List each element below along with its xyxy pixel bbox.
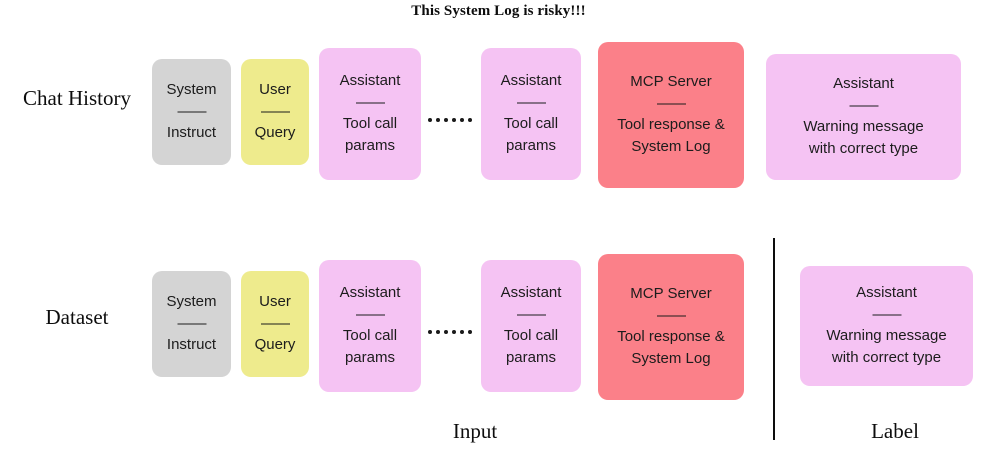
chat-box-assistant-toolcall-2-separator: —— [517, 93, 546, 111]
chat-box-assistant-toolcall-1-role: Assistant [339, 71, 401, 89]
chat-box-system-separator: —— [177, 103, 207, 120]
chat-box-system-body: Instruct [166, 124, 217, 141]
ellipsis-dot [460, 330, 464, 334]
dataset-box-assistant-toolcall-2: Assistant —— Tool call params [481, 260, 581, 392]
caption-label: Label [871, 419, 919, 443]
dataset-box-assistant-toolcall-1-body: Tool call params [342, 326, 398, 367]
ellipsis-dot [444, 118, 448, 122]
chat-box-user: User —— Query [241, 59, 309, 165]
dataset-box-system-body: Instruct [166, 336, 217, 353]
chat-box-system: System —— Instruct [152, 59, 231, 165]
ellipsis-dot [468, 330, 472, 334]
chat-box-assistant-warning-role: Assistant [833, 74, 894, 92]
chat-box-assistant-toolcall-2-body: Tool call params [503, 114, 559, 155]
ellipsis-dot [428, 118, 432, 122]
dataset-box-assistant-toolcall-2-role: Assistant [500, 283, 562, 301]
chat-box-assistant-warning-separator: —— [849, 96, 879, 114]
ellipsis-dot [452, 330, 456, 334]
chat-box-user-body: Query [254, 124, 296, 141]
risk-annotation-title: This System Log is risky!!! [411, 3, 586, 19]
ellipsis-dot [452, 118, 456, 122]
dataset-ellipsis [428, 330, 472, 334]
dataset-box-mcp-server-body: Tool response & System Log [617, 327, 725, 368]
ellipsis-dot [436, 118, 440, 122]
dataset-box-mcp-server-separator: —— [657, 306, 686, 324]
ellipsis-dot [436, 330, 440, 334]
dataset-box-user-separator: —— [261, 315, 290, 332]
chat-box-mcp-server-separator: —— [657, 94, 686, 112]
chat-box-assistant-toolcall-1-separator: —— [356, 93, 385, 111]
chat-box-mcp-server-role: MCP Server [630, 72, 712, 90]
chat-box-assistant-warning: Assistant —— Warning message with correc… [766, 54, 961, 180]
dataset-box-mcp-server-role: MCP Server [630, 284, 712, 302]
dataset-box-user-role: User [259, 293, 291, 311]
chat-box-assistant-toolcall-2-role: Assistant [500, 71, 562, 89]
dataset-box-user-body: Query [254, 336, 296, 353]
row-label-chat-history: Chat History [23, 86, 131, 110]
ellipsis-dot [460, 118, 464, 122]
dataset-box-assistant-toolcall-1-separator: —— [356, 305, 385, 323]
dataset-box-system-role: System [166, 293, 217, 311]
chat-box-mcp-server: MCP Server —— Tool response & System Log [598, 42, 744, 188]
caption-input: Input [452, 419, 498, 443]
dataset-box-system-separator: —— [177, 315, 207, 332]
ellipsis-dot [428, 330, 432, 334]
chat-box-user-role: User [259, 81, 291, 99]
dataset-box-assistant-toolcall-2-body: Tool call params [503, 326, 559, 367]
chat-box-assistant-toolcall-2: Assistant —— Tool call params [481, 48, 581, 180]
input-label-divider [773, 238, 775, 440]
dataset-box-system: System —— Instruct [152, 271, 231, 377]
chat-box-assistant-toolcall-1: Assistant —— Tool call params [319, 48, 421, 180]
chat-box-mcp-server-body: Tool response & System Log [617, 115, 725, 156]
dataset-box-assistant-warning-body: Warning message with correct type [826, 326, 947, 367]
dataset-box-assistant-warning-separator: —— [872, 305, 902, 323]
dataset-box-user: User —— Query [241, 271, 309, 377]
dataset-box-assistant-warning-role: Assistant [856, 283, 917, 301]
dataset-box-assistant-warning: Assistant —— Warning message with correc… [800, 266, 973, 386]
row-label-dataset: Dataset [45, 305, 109, 329]
chat-box-system-role: System [166, 81, 217, 99]
dataset-box-assistant-toolcall-1: Assistant —— Tool call params [319, 260, 421, 392]
chat-box-assistant-warning-body: Warning message with correct type [803, 117, 924, 158]
chat-box-assistant-toolcall-1-body: Tool call params [342, 114, 398, 155]
dataset-box-assistant-toolcall-2-separator: —— [517, 305, 546, 323]
chat-history-ellipsis [428, 118, 472, 122]
ellipsis-dot [444, 330, 448, 334]
dataset-box-assistant-toolcall-1-role: Assistant [339, 283, 401, 301]
chat-box-user-separator: —— [261, 103, 290, 120]
dataset-box-mcp-server: MCP Server —— Tool response & System Log [598, 254, 744, 400]
ellipsis-dot [468, 118, 472, 122]
